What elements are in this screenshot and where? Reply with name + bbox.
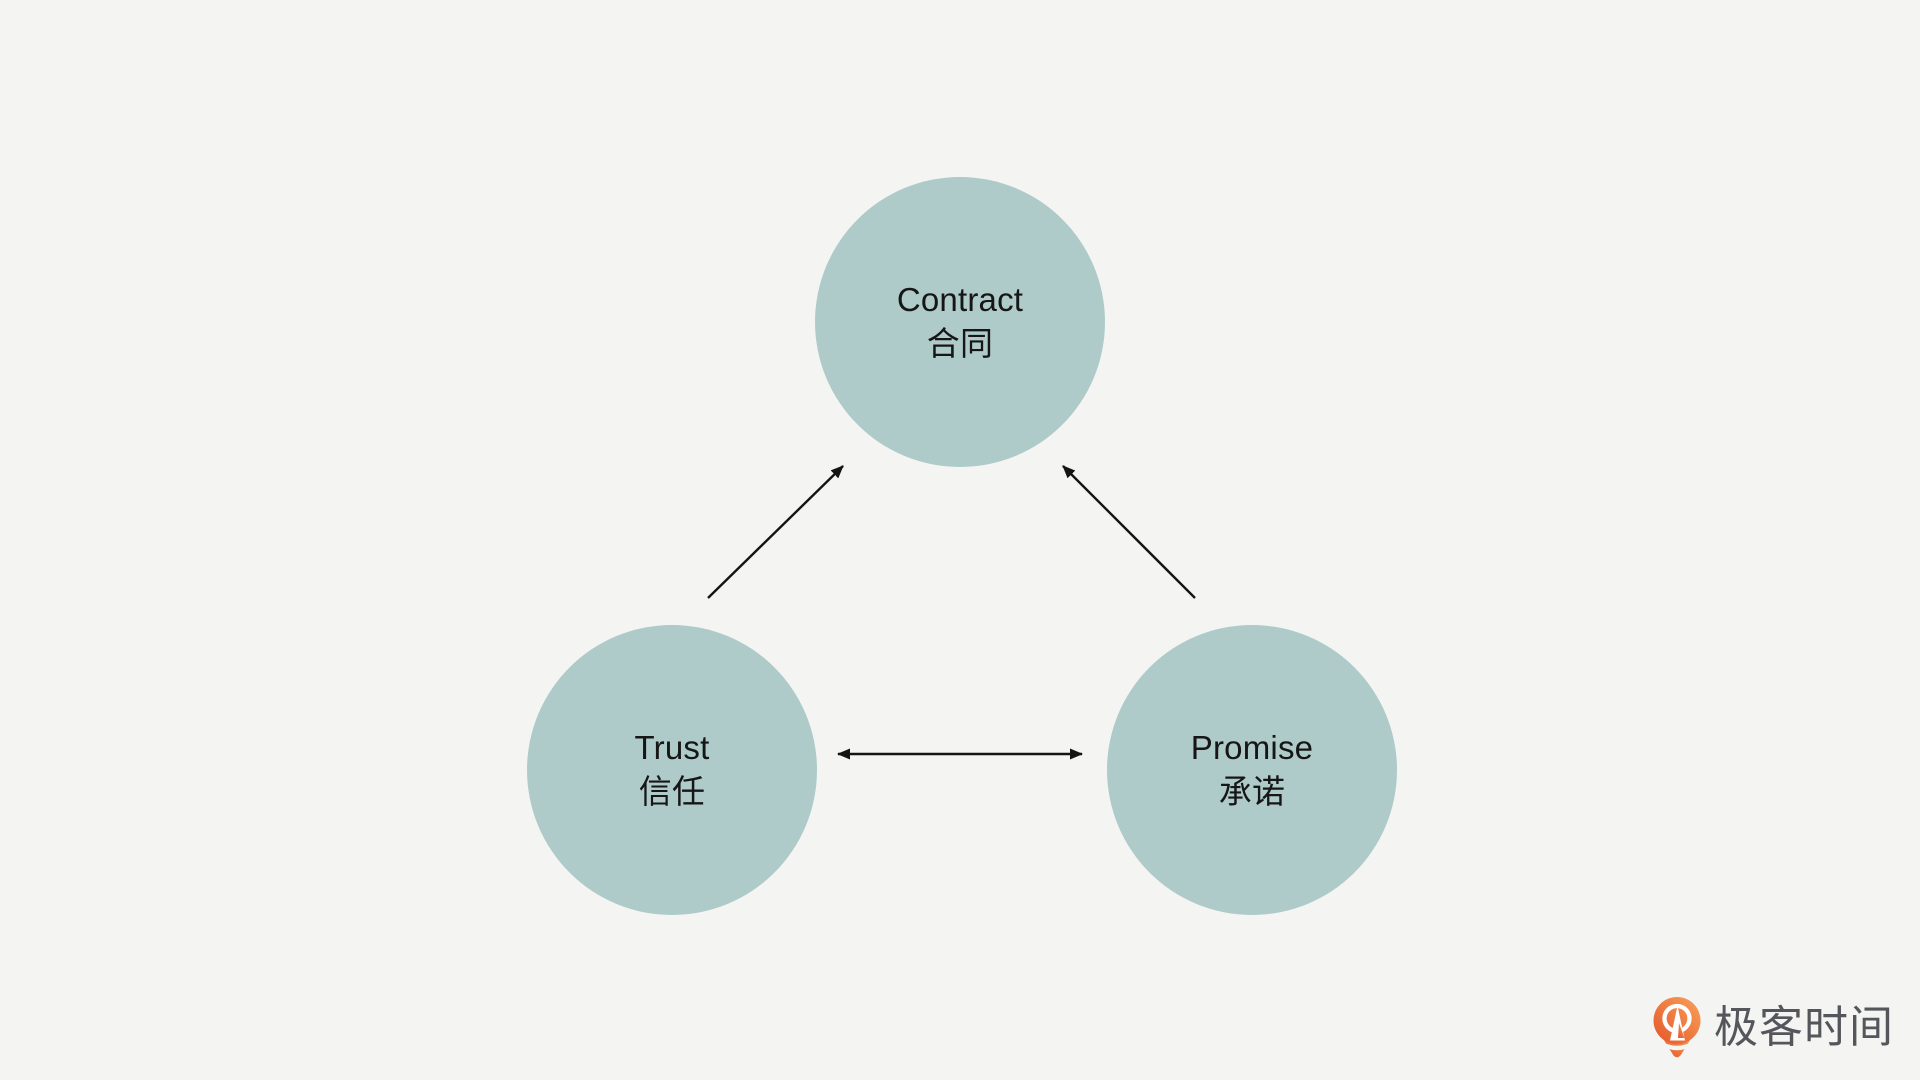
node-trust-label-zh: 信任: [638, 773, 706, 810]
node-contract: Contract 合同: [815, 177, 1105, 467]
arrow-promise-to-contract: [1062, 465, 1196, 599]
node-trust-label-en: Trust: [634, 729, 710, 766]
geektime-logo-text: 极客时间: [1714, 1003, 1894, 1052]
node-contract-label-en: Contract: [896, 281, 1024, 318]
geektime-pin-icon: [1653, 996, 1701, 1057]
node-promise-label-en: Promise: [1190, 729, 1314, 766]
geektime-logo: 极客时间: [1653, 995, 1894, 1059]
node-trust: Trust 信任: [527, 625, 817, 915]
node-promise-label-zh: 承诺: [1218, 773, 1286, 810]
arrow-trust-to-contract: [707, 465, 844, 599]
node-promise: Promise 承诺: [1107, 625, 1397, 915]
node-contract-label-zh: 合同: [926, 325, 994, 362]
